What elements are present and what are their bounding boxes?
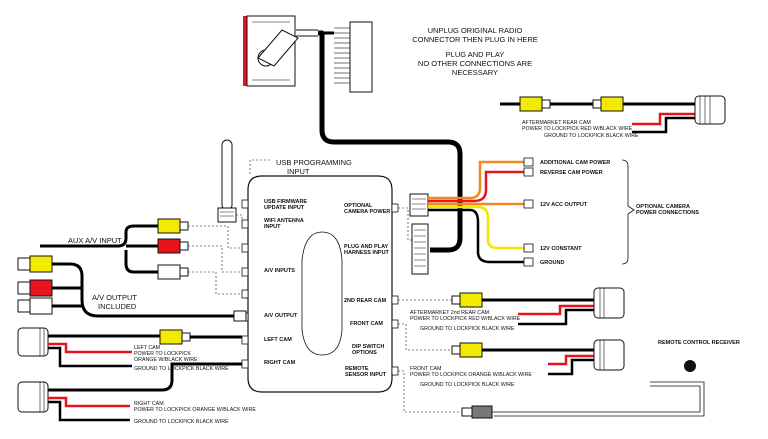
aftermarket-rear-cam: AFTERMARKET REAR CAM POWER TO LOCKPICK R…	[500, 95, 726, 139]
cam-power-label: POWER TO LOCKPICK RED W/BLACK WIRE	[522, 126, 633, 132]
module-left-ports	[241, 199, 249, 369]
note-line: UNPLUG ORIGINAL RADIO	[428, 26, 523, 35]
cam-label: AFTERMARKET REAR CAM	[522, 120, 591, 126]
cam-ground-label: GROUND TO LOCKPICK BLACK WIRE	[420, 326, 515, 332]
module-port-label: SENSOR INPUT	[345, 372, 387, 378]
module-port-label: RIGHT CAM	[264, 360, 296, 366]
note-line: NO OTHER CONNECTIONS ARE	[418, 59, 532, 68]
av-output-cable: A/V OUTPUT INCLUDED	[17, 255, 247, 322]
module-port-label: A/V INPUTS	[264, 268, 295, 274]
module-port-label: CAMERA POWER	[344, 209, 390, 215]
module-port-label: 2ND REAR CAM	[344, 298, 387, 304]
optional-power-bracket	[621, 159, 635, 265]
module-port-label: HARNESS INPUT	[344, 250, 390, 256]
cam-ground-label: GROUND TO LOCKPICK BLACK WIRE	[134, 366, 229, 372]
module-port-label: PLUG AND PLAY	[344, 244, 389, 250]
module-port-label: UPDATE INPUT	[264, 205, 305, 211]
plug-and-play-harness-connector	[334, 21, 373, 93]
power-lead-label: REVERSE CAM POWER	[540, 170, 603, 176]
cam-ground-label: GROUND TO LOCKPICK BLACK WIRE	[134, 419, 229, 425]
power-lead-labels: ADDITIONAL CAM POWER REVERSE CAM POWER 1…	[540, 160, 610, 266]
power-lead-terminals	[523, 157, 534, 267]
cam-power-label: POWER TO LOCKPICK	[134, 351, 191, 357]
note-line: NECESSARY	[452, 68, 498, 77]
power-lead-label: ADDITIONAL CAM POWER	[540, 160, 610, 166]
main-harness-cable	[318, 30, 463, 253]
module-port-label: WIFI ANTENNA	[264, 218, 304, 224]
cam-power-label: ORANGE W/BLACK WIRE	[134, 357, 198, 363]
front-cam: FRONT CAM POWER TO LOCKPICK ORANGE W/BLA…	[398, 323, 625, 388]
note-line: PLUG AND PLAY	[446, 50, 505, 59]
cam-ground-label: GROUND TO LOCKPICK BLACK WIRE	[544, 133, 639, 139]
cam-label: RIGHT CAM	[134, 401, 164, 407]
cam-label: LEFT CAM	[134, 345, 160, 351]
cam-power-label: POWER TO LOCKPICK RED W/BLACK WIRE	[410, 316, 521, 322]
module-port-label: OPTIONAL	[344, 203, 373, 209]
unplug-note: UNPLUG ORIGINAL RADIO CONNECTOR THEN PLU…	[412, 26, 538, 77]
optional-power-connector	[409, 193, 429, 217]
second-rear-cam: AFTERMARKET 2nd REAR CAM POWER TO LOCKPI…	[398, 287, 625, 332]
av-output-included-label: A/V OUTPUT	[92, 293, 137, 302]
module-port-label: LEFT CAM	[264, 337, 292, 343]
usb-programming: USB PROGRAMMING INPUT	[249, 158, 352, 176]
module-port-label: DIP SWITCH	[352, 344, 384, 350]
cam-power-label: POWER TO LOCKPICK ORANGE W/BLACK WIRE	[134, 407, 256, 413]
usb-programming-label: USB PROGRAMMING	[276, 158, 352, 167]
harness-side-connector	[398, 207, 429, 275]
cam-ground-label: GROUND TO LOCKPICK BLACK WIRE	[420, 382, 515, 388]
aux-av-input-label: AUX A/V INPUT	[68, 236, 122, 245]
cam-label: AFTERMARKET 2nd REAR CAM	[410, 310, 489, 316]
cam-label: FRONT CAM	[410, 366, 441, 372]
module-port-label: USB FIRMWARE	[264, 199, 307, 205]
remote-receiver-label: REMOTE CONTROL RECEIVER	[658, 340, 740, 346]
wifi-antenna	[217, 139, 243, 224]
note-line: CONNECTOR THEN PLUG IN HERE	[412, 35, 538, 44]
module-port-label: REMOTE	[345, 366, 369, 372]
left-cam: LEFT CAM POWER TO LOCKPICK ORANGE W/BLAC…	[17, 327, 242, 372]
module-port-label: INPUT	[264, 224, 281, 230]
module-port-label: OPTIONS	[352, 350, 377, 356]
optional-power-connections-label: POWER CONNECTIONS	[636, 210, 699, 216]
usb-programming-label: INPUT	[287, 167, 310, 176]
power-lead-label: GROUND	[540, 260, 564, 266]
cam-power-label: POWER TO LOCKPICK ORANGE W/BLACK WIRE	[410, 372, 532, 378]
lockpick-module: USB FIRMWARE UPDATE INPUT WIFI ANTENNA I…	[247, 175, 393, 393]
optional-power-connections-label: OPTIONAL CAMERA	[636, 204, 690, 210]
original-radio-connector	[243, 15, 318, 87]
remote-sensor: REMOTE CONTROL RECEIVER	[398, 340, 740, 419]
module-right-ports	[391, 203, 399, 376]
power-lead-label: 12V ACC OUTPUT	[540, 202, 588, 208]
av-output-included-label: INCLUDED	[98, 302, 137, 311]
module-port-label: A/V OUTPUT	[264, 313, 298, 319]
module-port-label: FRONT CAM	[350, 321, 383, 327]
right-cam: RIGHT CAM POWER TO LOCKPICK ORANGE W/BLA…	[17, 362, 256, 425]
power-lead-label: 12V CONSTANT	[540, 246, 582, 252]
aux-av-input: AUX A/V INPUT	[40, 218, 242, 295]
power-lead-wires	[428, 160, 524, 264]
